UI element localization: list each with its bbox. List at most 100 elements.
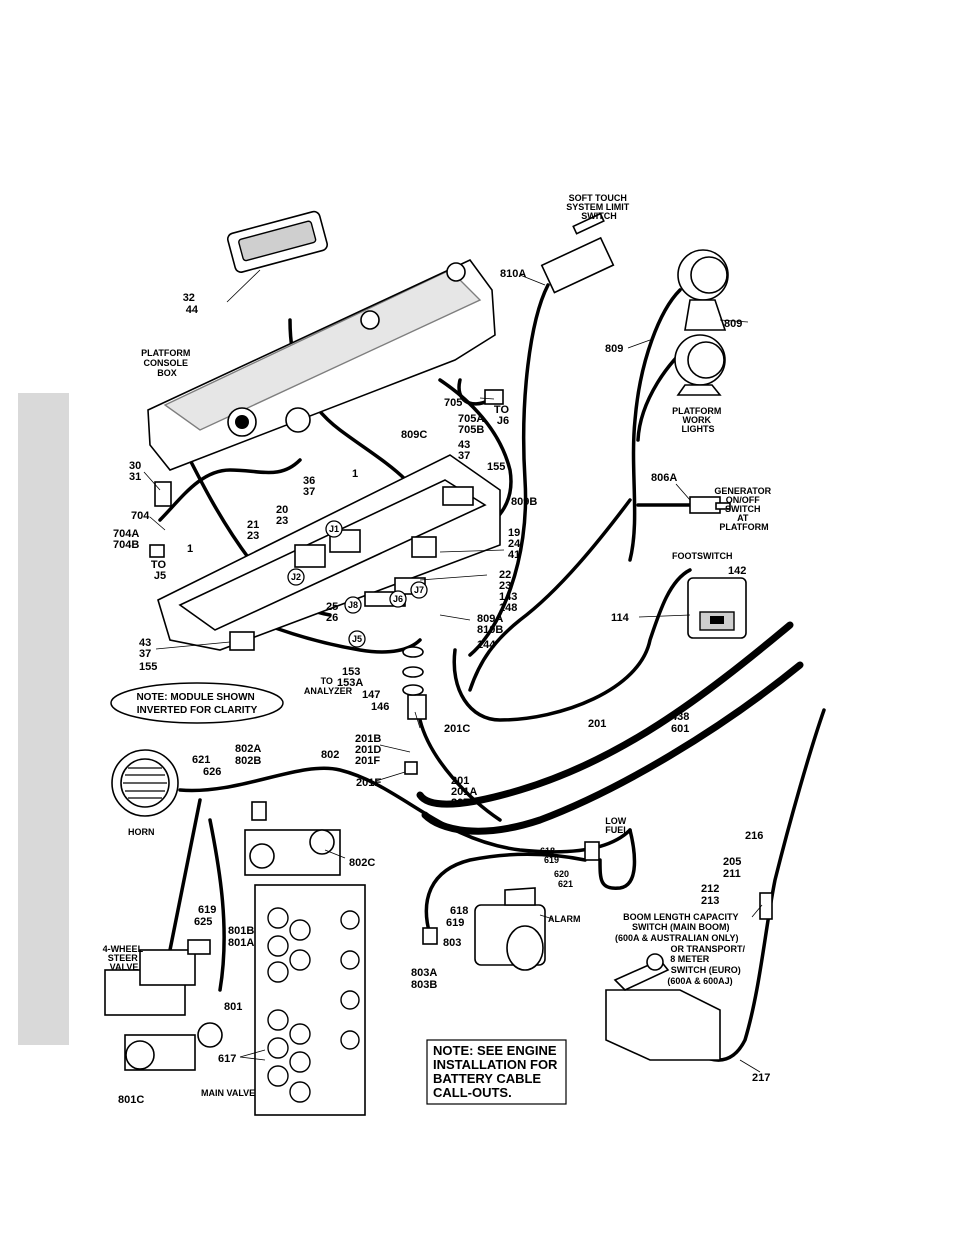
label-201c: 201C bbox=[444, 723, 470, 735]
label-809c: 809C bbox=[401, 429, 427, 441]
footswitch bbox=[687, 577, 747, 639]
svg-text:J2: J2 bbox=[291, 572, 301, 582]
label-155-bot: 155 bbox=[139, 661, 157, 673]
boom-switch-label: BOOM LENGTH CAPACITY SWITCH (MAIN BOOM) … bbox=[615, 912, 748, 986]
label-142: 142 bbox=[728, 565, 746, 577]
label-205-211: 205 211 bbox=[723, 856, 744, 880]
label-809-upper: 809 bbox=[724, 318, 742, 330]
page-side-tab bbox=[18, 393, 69, 1045]
label-810a: 810A bbox=[500, 268, 526, 280]
label-217: 217 bbox=[752, 1072, 770, 1084]
generator-switch bbox=[689, 496, 731, 514]
svg-text:NOTE: MODULE SHOWN INV: NOTE: MODULE SHOWN INVERTED FOR CLARITY bbox=[136, 692, 257, 716]
label-705a-705b: 705A 705B bbox=[458, 413, 487, 436]
connector-j7: J7 bbox=[410, 581, 428, 599]
valve-802c bbox=[244, 829, 341, 876]
label-620-621: 620 621 bbox=[554, 869, 573, 889]
soft-touch-label: SOFT TOUCH SYSTEM LIMIT SWITCH bbox=[566, 193, 632, 221]
connector-j1: J1 bbox=[325, 520, 343, 538]
label-201e: 201E bbox=[356, 777, 382, 789]
connector-j2: J2 bbox=[287, 568, 305, 586]
svg-text:J8: J8 bbox=[348, 600, 358, 610]
label-809a-810b: 809A 810B bbox=[477, 613, 506, 636]
note-engine: NOTE: SEE ENGINE INSTALLATION FOR BATTER… bbox=[426, 1039, 567, 1105]
label-114: 114 bbox=[611, 612, 630, 624]
labels: SOFT TOUCH SYSTEM LIMIT SWITCH 810A 809 … bbox=[103, 193, 773, 1106]
label-801: 801 bbox=[224, 1001, 242, 1013]
connector-j8: J8 bbox=[344, 596, 362, 614]
label-to-j5: TO J5 bbox=[151, 559, 169, 582]
label-201-201a-207: 201 201A 207 bbox=[451, 775, 480, 809]
label-806a: 806A bbox=[651, 472, 677, 484]
label-809-lower: 809 bbox=[605, 343, 623, 355]
platform-console-box-label: PLATFORM CONSOLE BOX bbox=[141, 348, 193, 378]
generator-switch-label: GENERATOR ON/OFF SWITCH AT PLATFORM bbox=[714, 486, 773, 532]
label-212-213: 212 213 bbox=[701, 883, 722, 907]
horn-label: HORN bbox=[128, 827, 155, 837]
four-wheel-steer-valve bbox=[104, 949, 223, 1071]
svg-text:J6: J6 bbox=[393, 594, 403, 604]
platform-work-lights-label: PLATFORM WORK LIGHTS bbox=[672, 406, 724, 434]
label-146: 146 bbox=[371, 701, 389, 713]
four-wheel-steer-label: 4-WHEEL STEER VALVE bbox=[103, 944, 146, 972]
label-801b-801a: 801B 801A bbox=[228, 925, 257, 949]
svg-text:NOTE: SEE ENGINE INSTA: NOTE: SEE ENGINE INSTALLATION FOR BATTER… bbox=[433, 1043, 561, 1100]
connector-j5: J5 bbox=[348, 630, 366, 648]
label-21-23: 21 23 bbox=[247, 519, 262, 542]
label-43-37-bot: 43 37 bbox=[139, 637, 154, 660]
alarm bbox=[474, 887, 546, 971]
label-618-619-b: 618 619 bbox=[446, 905, 471, 929]
label-to-j6: TO J6 bbox=[494, 404, 512, 427]
label-802a-802b: 802A 802B bbox=[235, 743, 264, 767]
module-tray bbox=[157, 454, 501, 651]
alarm-label: ALARM bbox=[548, 914, 581, 924]
label-155-top: 155 bbox=[487, 461, 505, 473]
label-22-23-143-148: 22 23 143 148 bbox=[499, 569, 520, 614]
label-438-601: 438 601 bbox=[671, 711, 692, 735]
horn bbox=[111, 749, 179, 817]
svg-text:J1: J1 bbox=[329, 524, 339, 534]
label-704a-704b: 704A 704B bbox=[113, 528, 142, 551]
label-618-619-a: 618 619 bbox=[540, 846, 559, 865]
low-fuel-label: LOW FUEL bbox=[605, 816, 629, 835]
label-36-37: 36 37 bbox=[303, 475, 318, 498]
label-802c: 802C bbox=[349, 857, 375, 869]
label-20-23: 20 23 bbox=[276, 504, 291, 527]
label-809b: 809B bbox=[511, 496, 537, 508]
work-light-lower bbox=[674, 334, 726, 396]
svg-text:J7: J7 bbox=[414, 585, 424, 595]
boom-length-switch bbox=[605, 953, 721, 1061]
label-704: 704 bbox=[131, 510, 150, 522]
label-1-lower: 1 bbox=[187, 543, 193, 555]
main-valve-label: MAIN VALVE bbox=[201, 1088, 255, 1098]
footswitch-label: FOOTSWITCH bbox=[672, 551, 733, 561]
label-201b-d-f: 201B 201D 201F bbox=[355, 733, 384, 767]
label-19-24-41: 19 24 41 bbox=[508, 527, 523, 561]
platform-console-box bbox=[147, 210, 496, 471]
label-201: 201 bbox=[588, 718, 606, 730]
label-147: 147 bbox=[362, 689, 380, 701]
connector-j6: J6 bbox=[389, 590, 407, 608]
label-216: 216 bbox=[745, 830, 763, 842]
label-617: 617 bbox=[218, 1053, 236, 1065]
label-153-153a: 153 153A bbox=[337, 666, 363, 689]
label-144: 144 bbox=[477, 639, 496, 651]
note-module: NOTE: MODULE SHOWN INVERTED FOR CLARITY bbox=[110, 682, 284, 724]
label-801c: 801C bbox=[118, 1094, 144, 1106]
label-30-31: 30 31 bbox=[129, 460, 144, 483]
label-803a-803b: 803A 803B bbox=[411, 967, 440, 991]
label-705: 705 bbox=[444, 397, 462, 409]
label-619-625: 619 625 bbox=[194, 904, 219, 928]
label-25-26: 25 26 bbox=[326, 601, 341, 624]
to-analyzer-label: TO ANALYZER bbox=[304, 676, 353, 696]
soft-touch-switch bbox=[540, 212, 615, 294]
main-valve bbox=[254, 884, 366, 1116]
label-803: 803 bbox=[443, 937, 461, 949]
label-1-upper: 1 bbox=[352, 468, 358, 480]
work-light-upper bbox=[677, 249, 729, 331]
leader-lines bbox=[143, 269, 763, 1073]
label-621-626: 621 626 bbox=[192, 754, 221, 778]
label-32-44: 32 44 bbox=[183, 292, 199, 316]
label-43-37-top: 43 37 bbox=[458, 439, 473, 462]
